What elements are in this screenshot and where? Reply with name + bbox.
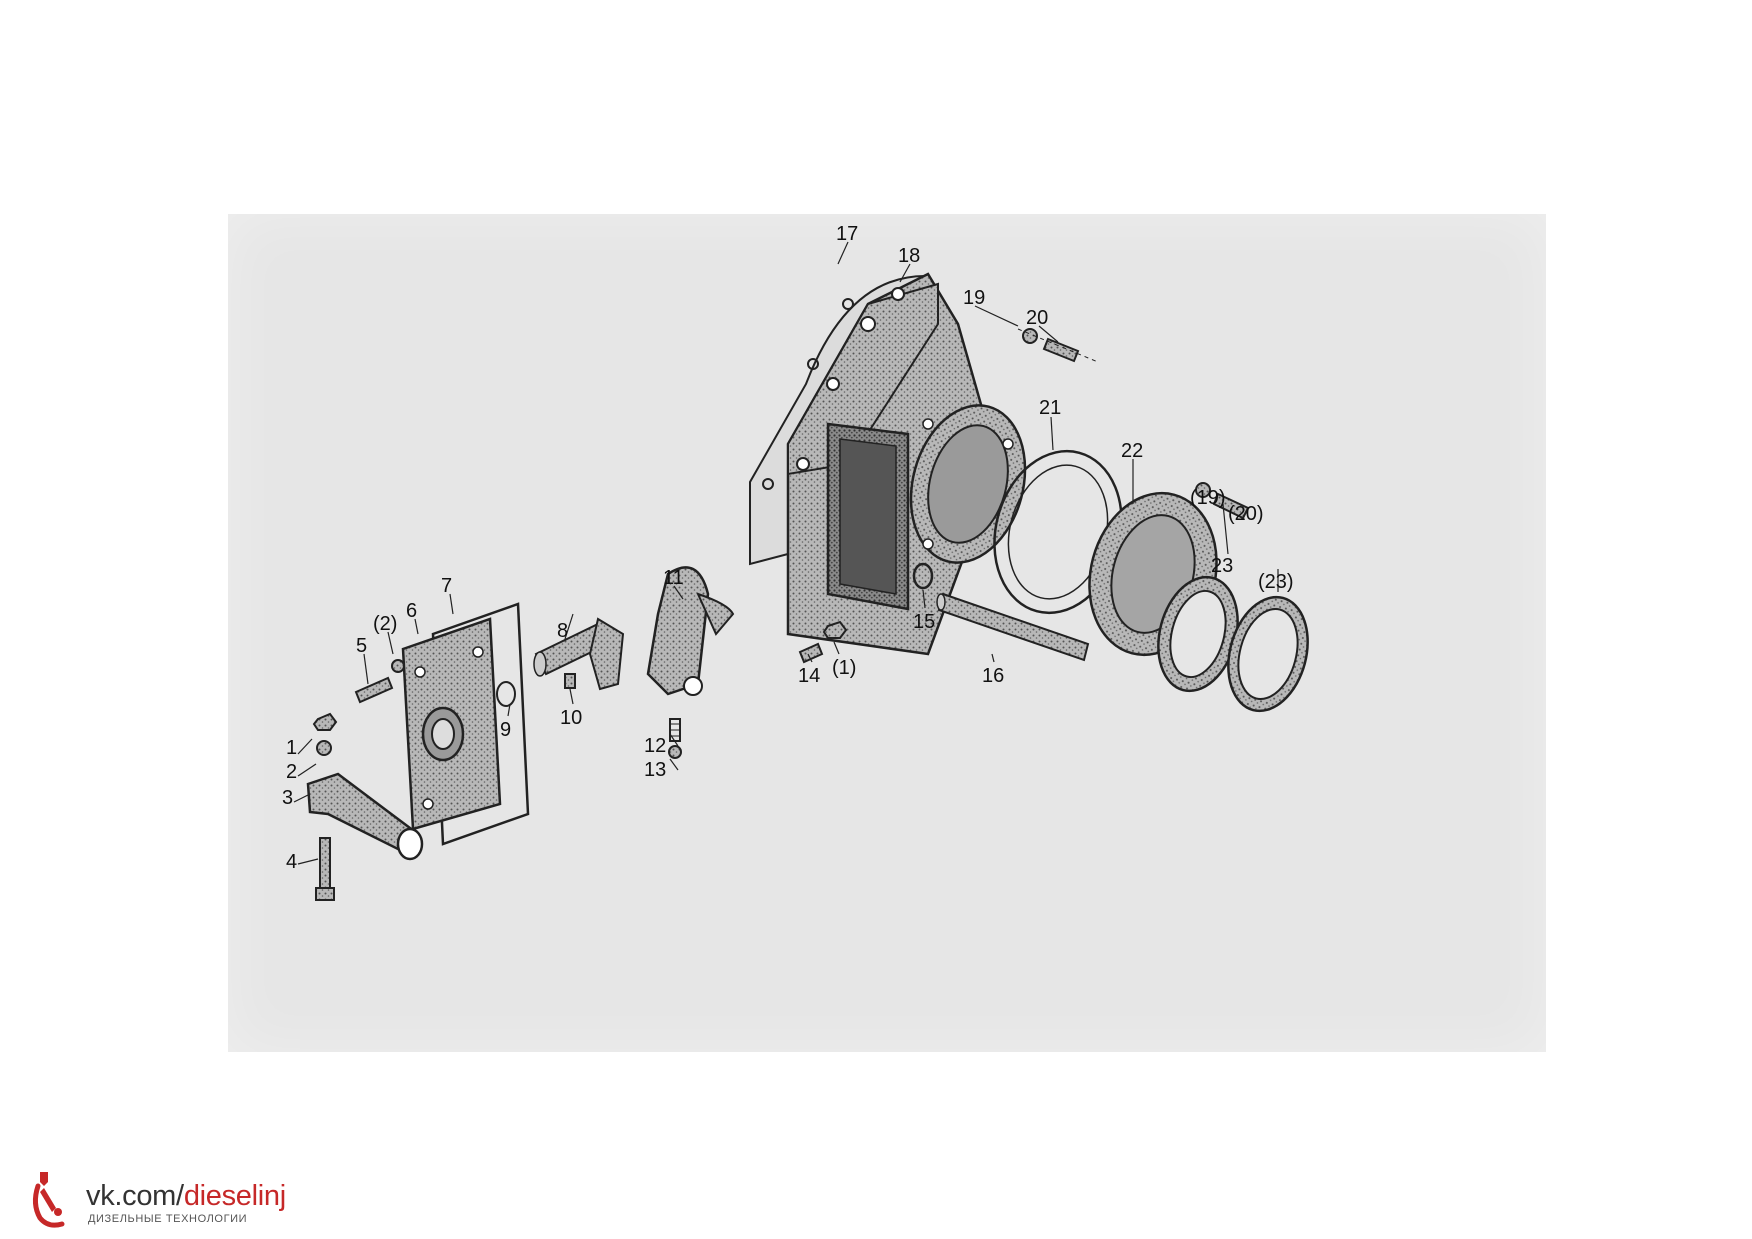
label-5: 5: [356, 635, 367, 657]
label-8: 8: [557, 620, 568, 642]
label-1: 1: [286, 737, 297, 759]
label-23: 23: [1211, 555, 1233, 577]
part-12-spring: [669, 718, 681, 742]
label-1-duplicate: (1): [832, 657, 856, 679]
part-2-washer: [316, 740, 332, 756]
label-2: 2: [286, 761, 297, 783]
part-3-lever-arm: [306, 772, 424, 861]
leader-lines: [293, 241, 1279, 865]
label-23-duplicate: (23): [1258, 571, 1294, 593]
part-13-ball: [668, 745, 682, 759]
brand-url[interactable]: vk.com/dieselinj: [86, 1180, 286, 1212]
part-8-lever-shaft: [533, 617, 625, 691]
part-19-washer-duplicate: [1195, 482, 1211, 498]
label-3: 3: [282, 787, 293, 809]
label-22: 22: [1121, 440, 1143, 462]
part-15-o-ring: [912, 562, 934, 590]
label-10: 10: [560, 707, 582, 729]
part-10-key: [564, 673, 576, 689]
part-1-nut: [312, 712, 338, 731]
part-14-plug: [798, 642, 824, 664]
part-18-housing: [786, 272, 1027, 656]
label-19-duplicate: (19): [1190, 487, 1226, 509]
part-23-seal-ring-duplicate: [1227, 595, 1309, 713]
brand-tagline: ДИЗЕЛЬНЫЕ ТЕХНОЛОГИИ: [88, 1213, 248, 1225]
injector-icon: [32, 1172, 65, 1228]
label-7: 7: [441, 575, 452, 597]
part-20-bolt-duplicate: [1212, 492, 1250, 520]
part-11-shift-fork: [646, 566, 735, 696]
part-20-bolt: [1017, 328, 1099, 363]
part-6-cover-plate: [401, 617, 502, 831]
label-13: 13: [644, 759, 666, 781]
part-4-bolt: [315, 837, 335, 901]
part-5-bolt: [354, 676, 394, 704]
label-17: 17: [836, 223, 858, 245]
label-12: 12: [644, 735, 666, 757]
label-6: 6: [406, 600, 417, 622]
label-14: 14: [798, 665, 820, 687]
label-19: 19: [963, 287, 985, 309]
label-20: 20: [1026, 307, 1048, 329]
part-labels: 17 18 19 20 21 22 (19) (20) 23 (23) 11 8…: [282, 223, 1294, 873]
label-16: 16: [982, 665, 1004, 687]
part-16-shaft: [936, 592, 1090, 662]
exploded-parts-diagram: 17 18 19 20 21 22 (19) (20) 23 (23) 11 8…: [228, 214, 1546, 1052]
label-21: 21: [1039, 397, 1061, 419]
part-1-nut-duplicate: [822, 620, 848, 639]
label-9: 9: [500, 719, 511, 741]
brand-watermark: vk.com/dieselinj ДИЗЕЛЬНЫЕ ТЕХНОЛОГИИ: [18, 1168, 318, 1232]
part-2-washer-duplicate: [391, 659, 405, 673]
label-18: 18: [898, 245, 920, 267]
label-11: 11: [663, 567, 684, 589]
label-2-duplicate: (2): [373, 613, 397, 635]
label-15: 15: [913, 611, 935, 633]
label-4: 4: [286, 851, 297, 873]
label-20-duplicate: (20): [1228, 503, 1264, 525]
